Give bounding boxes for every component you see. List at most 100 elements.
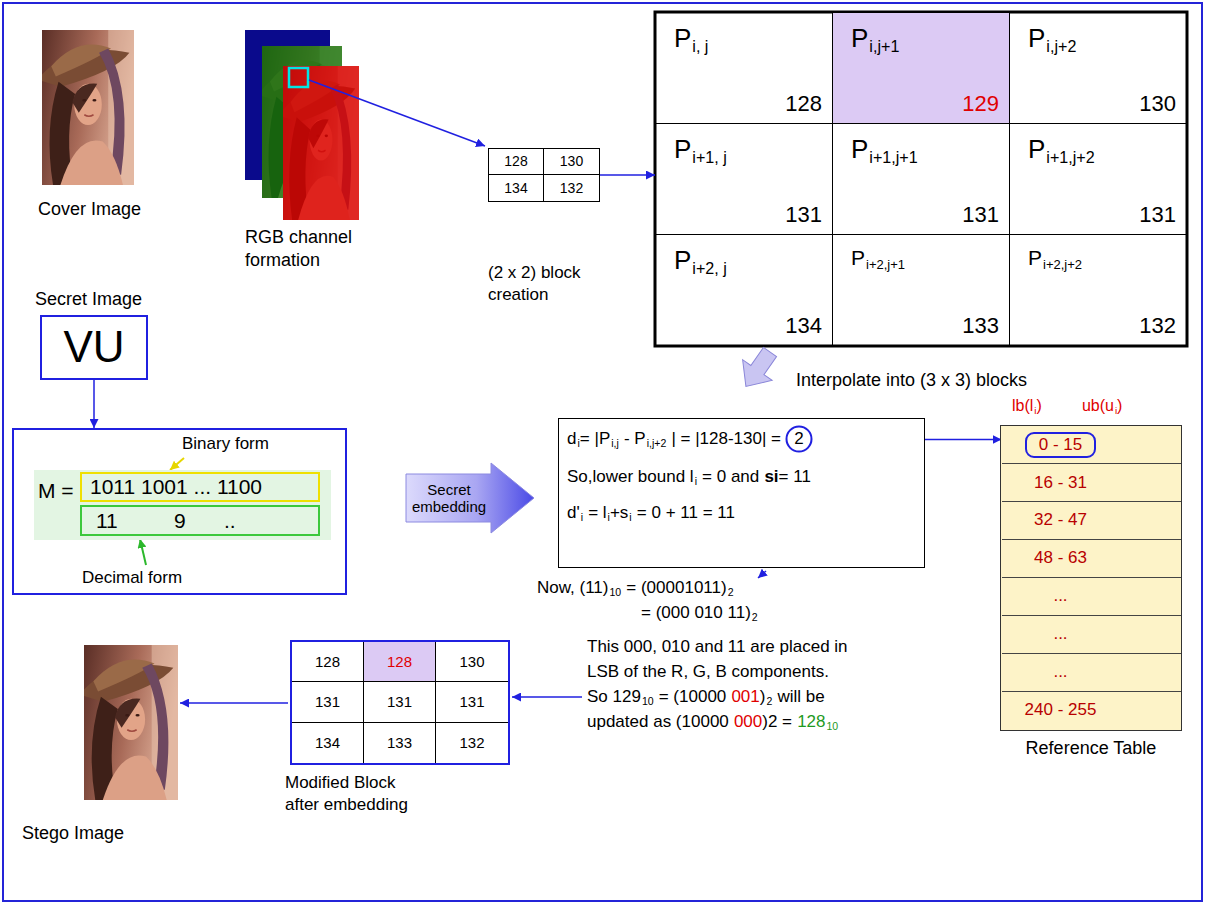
cell-text: P [1028,246,1042,269]
image-caption: Cover Image [38,199,141,219]
table-header: ) [1117,397,1122,414]
text-slot: 240 - 255 [1002,692,1120,730]
text-slot: 128 [292,642,364,682]
table-caption: Reference Table [1026,738,1157,758]
explanation-line: ) [760,687,766,706]
step-note: Interpolate into (3 x 3) blocks [796,369,1027,392]
cell-text: 128 [785,91,822,116]
block-arrow [731,342,785,397]
table-header: i [1115,405,1117,416]
grid-cell: Pi+1,j+2 131 [1009,123,1187,235]
pixel-value: 131 [459,693,484,711]
range-text: 16 - 31 [1034,473,1087,493]
step-note: Interpolate into (3 x 3) blocks [796,370,1027,390]
range-text: ... [1053,624,1067,644]
text-slot: Pi+1,j+2 [1028,134,1095,167]
text-slot: 1011 1001 ... 1100 [90,474,262,500]
block-caption: (2 x 2) block creation [488,263,581,304]
formula-text: = l [588,503,606,522]
formula-text: +s [610,503,628,522]
text-slot: 131 [436,682,508,722]
formula-text: i [581,511,583,523]
block-caption: (2 x 2) block creation [488,262,613,306]
text-slot: 134 [785,313,822,339]
pixel-value: 128 [315,653,340,671]
text-slot: 128 [364,642,436,682]
range-row: 0 - 15 [1002,427,1181,465]
cell-text: 130 [1139,91,1176,116]
conversion-line: = (00001011) [626,578,726,597]
block-caption: Modified Block after embedding [285,772,425,816]
explanation-line: 2 [766,695,772,707]
text-slot: Reference Table [1001,738,1181,760]
image-caption: RGB channel formation [245,226,375,273]
conversion-line: = (000 010 11)2 [641,602,758,625]
secret-text: VU [63,321,124,374]
range-text: 32 - 47 [1034,510,1087,530]
image-caption: Cover Image [38,198,141,221]
cell-text: i+2,j+2 [1043,257,1082,272]
text-slot: Pi+2, j [674,245,727,278]
explanation-line: So 12910= (10000001)2will be [587,686,825,709]
binary-text: 1011 1001 ... 1100 [90,474,262,499]
pixel-value: 131 [387,693,412,711]
cell-text: i,j+1 [869,37,899,55]
block-caption: Modified Block after embedding [285,773,408,814]
cell-text: i+1,j+1 [869,148,917,166]
conversion-line: Now, (11)10= (00001011)2 [537,577,734,600]
range-row: 16 - 31 [1002,464,1181,502]
leader-arrow [309,80,485,146]
text-slot: 130 [436,642,508,682]
grid-cell: Pi, j128 [655,12,833,124]
range-row: 240 - 255 [1002,692,1181,730]
range-row: ... [1002,578,1181,616]
cell-text: i+2,j+1 [866,257,905,272]
explanation-line: updated as (10000 [587,712,729,731]
formula-text: | = |128-130| = [671,429,781,448]
cell-text: 131 [962,202,999,227]
explanation-line: LSB of the R, G, B components. [587,661,829,683]
cell-text: i+2, j [692,259,726,277]
text-slot: 132 [544,175,599,201]
text-slot: 134 [292,723,364,763]
conversion-line: Now, (11) [537,578,609,597]
text-slot: 2 [785,425,813,453]
explanation-line: will be [777,687,824,706]
text-slot: 131 [962,202,999,228]
formula-box: di= |Pi,j- Pi,j+2| = |128-130| =So,lower… [558,418,925,568]
red-channel-texture [279,66,359,220]
table-header: i [1034,405,1036,416]
cell-text: P [1028,134,1045,164]
text-slot: Secret embedding [407,474,491,522]
conversion-line: 2 [752,611,758,623]
cell-text: 131 [1139,202,1176,227]
grid-cell: Pi+1, j131 [655,123,833,235]
binary-box: 1011 1001 ... 1100 [80,472,320,502]
cell-text: 132 [1139,313,1176,338]
text-slot: 16 - 31 [1002,464,1120,501]
formula-text: d [567,429,576,448]
cell-text: i,j+2 [1046,37,1076,55]
frame [3,3,1202,901]
text-slot: Pi,j+2 [1028,23,1076,56]
explanation-line: 10 [827,720,839,732]
cell-text: P [1028,23,1045,53]
explanation-line: This 000, 010 and 11 are placed in [587,636,848,658]
image-caption: RGB channel formation [245,227,352,270]
formula-text: i,j [611,437,619,449]
explanation-line: updated as (10000000)2 =12810 [587,711,838,734]
grid-cell: Pi+2, j 134 [655,234,833,346]
message-panel: M =1011 1001 ... 1100119.. [34,470,331,540]
pixel-value: 131 [315,693,340,711]
text-slot: Pi+1, j [674,134,727,167]
leader-arrow [512,696,582,698]
explanation-line: 000 [734,712,762,731]
pixel-value: 134 [504,180,527,197]
grid-cell: Pi,j+2 130 [1009,12,1187,124]
formula-text: = |P [580,429,610,448]
text-slot: 128 [785,91,822,117]
text-slot: Pi+2,j+2 [1028,245,1082,273]
conversion-line: 10 [610,586,622,598]
cell-text: 134 [785,313,822,338]
text-slot: .. [224,507,236,534]
